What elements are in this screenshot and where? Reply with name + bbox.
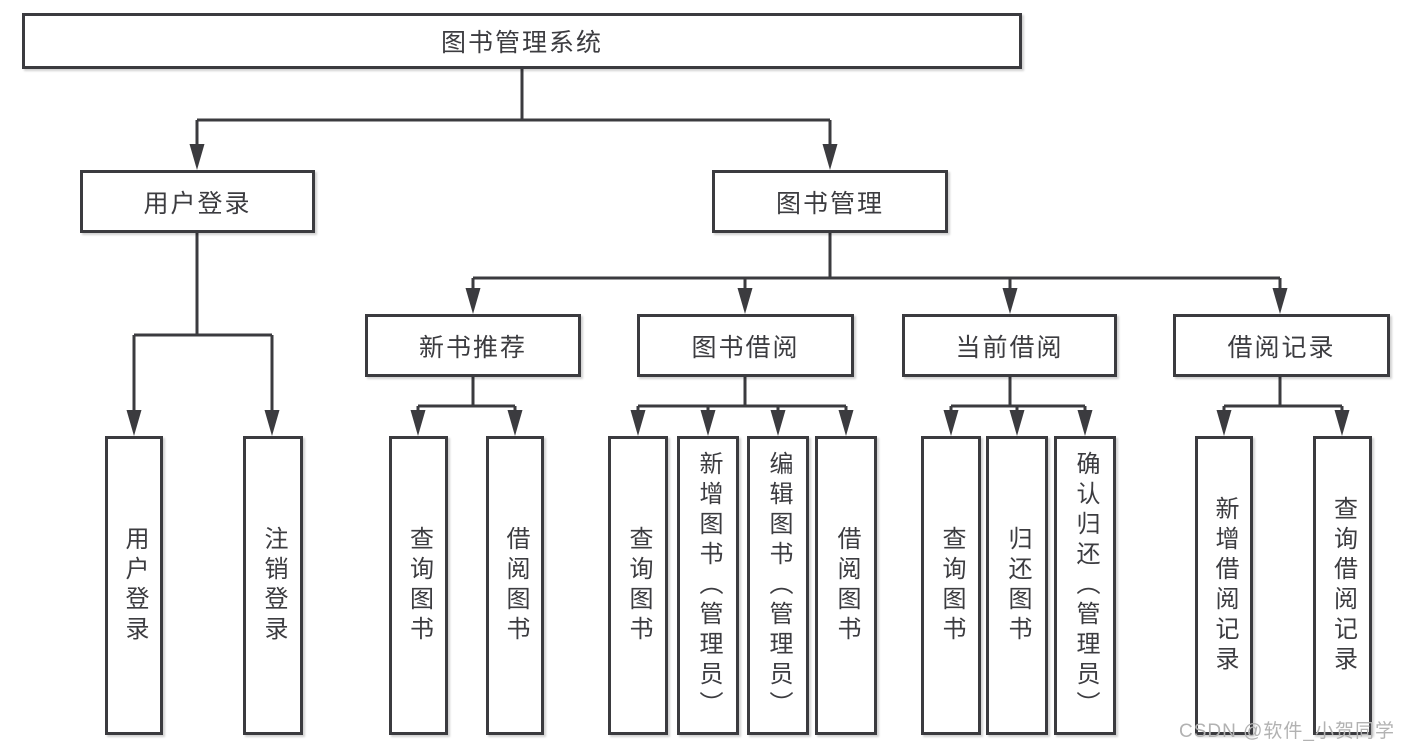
node-group-current-borrowing: 当前借阅 xyxy=(902,314,1117,377)
arrowhead-icon xyxy=(1002,288,1018,314)
arrowhead-icon xyxy=(700,410,716,436)
node-user-login-branch: 用户登录 xyxy=(80,170,315,233)
node-label: 借阅记录 xyxy=(1227,333,1336,362)
node-leaf-query-books-borrowing: 查询图书 xyxy=(608,436,668,735)
arrowhead-icon xyxy=(264,410,280,436)
connector-current-borrowing-children xyxy=(949,377,1087,413)
node-group-new-book-recommend: 新书推荐 xyxy=(365,314,581,377)
node-label: 用户登录 xyxy=(121,525,148,646)
node-leaf-logout: 注销登录 xyxy=(243,436,303,735)
arrowhead-icon xyxy=(630,410,646,436)
node-label: 编辑图书（管理员） xyxy=(765,450,792,721)
arrowhead-icon xyxy=(822,144,838,170)
node-leaf-query-borrow-record: 查询借阅记录 xyxy=(1313,436,1372,735)
node-leaf-add-books-admin: 新增图书（管理员） xyxy=(677,436,739,735)
arrowhead-icon xyxy=(126,410,142,436)
node-root-system: 图书管理系统 xyxy=(22,13,1022,69)
node-label: 新增图书（管理员） xyxy=(695,450,722,721)
node-leaf-return-books: 归还图书 xyxy=(986,436,1048,735)
arrowhead-icon xyxy=(507,410,523,436)
arrowhead-icon xyxy=(189,144,205,170)
connector-new-book-children xyxy=(416,377,517,413)
arrowhead-icon xyxy=(838,410,854,436)
csdn-watermark: CSDN @软件_小贺同学 xyxy=(1179,721,1395,742)
node-label: 归还图书 xyxy=(1004,525,1031,646)
node-label: 新书推荐 xyxy=(418,333,527,362)
node-label: 确认归还（管理员） xyxy=(1072,450,1099,721)
node-label: 查询图书 xyxy=(405,525,433,646)
arrowhead-icon xyxy=(770,410,786,436)
connector-user-login-children xyxy=(132,233,274,413)
node-leaf-user-login: 用户登录 xyxy=(105,436,163,735)
node-label: 借阅图书 xyxy=(833,525,860,646)
arrowhead-icon xyxy=(465,288,481,314)
arrowhead-icon xyxy=(410,410,426,436)
node-leaf-confirm-return-admin: 确认归还（管理员） xyxy=(1054,436,1116,735)
node-leaf-query-books-current: 查询图书 xyxy=(921,436,981,735)
arrowhead-icon xyxy=(1077,410,1093,436)
arrowhead-icon xyxy=(1334,410,1350,436)
node-label: 新增借阅记录 xyxy=(1211,495,1238,676)
arrowhead-icon xyxy=(1216,410,1232,436)
node-label: 查询借阅记录 xyxy=(1329,495,1357,676)
arrowhead-icon xyxy=(1272,288,1288,314)
node-leaf-edit-books-admin: 编辑图书（管理员） xyxy=(747,436,809,735)
node-label: 查询图书 xyxy=(938,525,965,646)
node-label: 借阅图书 xyxy=(502,525,529,646)
arrowheads xyxy=(126,144,1350,436)
node-group-borrowing-records: 借阅记录 xyxy=(1173,314,1390,377)
connector-root-to-level2 xyxy=(195,69,832,147)
node-label: 图书借阅 xyxy=(691,333,800,362)
node-leaf-borrow-books-recommend: 借阅图书 xyxy=(486,436,544,735)
node-label: 查询图书 xyxy=(625,525,652,646)
node-leaf-borrow-books: 借阅图书 xyxy=(815,436,877,735)
node-label: 图书管理 xyxy=(775,189,884,218)
node-group-book-borrowing: 图书借阅 xyxy=(637,314,854,377)
arrowhead-icon xyxy=(943,410,959,436)
node-label: 当前借阅 xyxy=(955,333,1064,362)
node-leaf-add-borrow-record: 新增借阅记录 xyxy=(1195,436,1253,735)
arrowhead-icon xyxy=(737,288,753,314)
node-label: 用户登录 xyxy=(143,189,252,218)
arrowhead-icon xyxy=(1009,410,1025,436)
node-label: 图书管理系统 xyxy=(440,29,603,57)
connector-borrowing-records-children xyxy=(1222,377,1344,413)
connector-book-borrowing-children xyxy=(636,377,848,413)
node-book-management-branch: 图书管理 xyxy=(712,170,948,233)
node-label: 注销登录 xyxy=(260,525,287,646)
connector-book-management-children xyxy=(471,233,1282,290)
node-leaf-query-books-recommend: 查询图书 xyxy=(389,436,448,735)
